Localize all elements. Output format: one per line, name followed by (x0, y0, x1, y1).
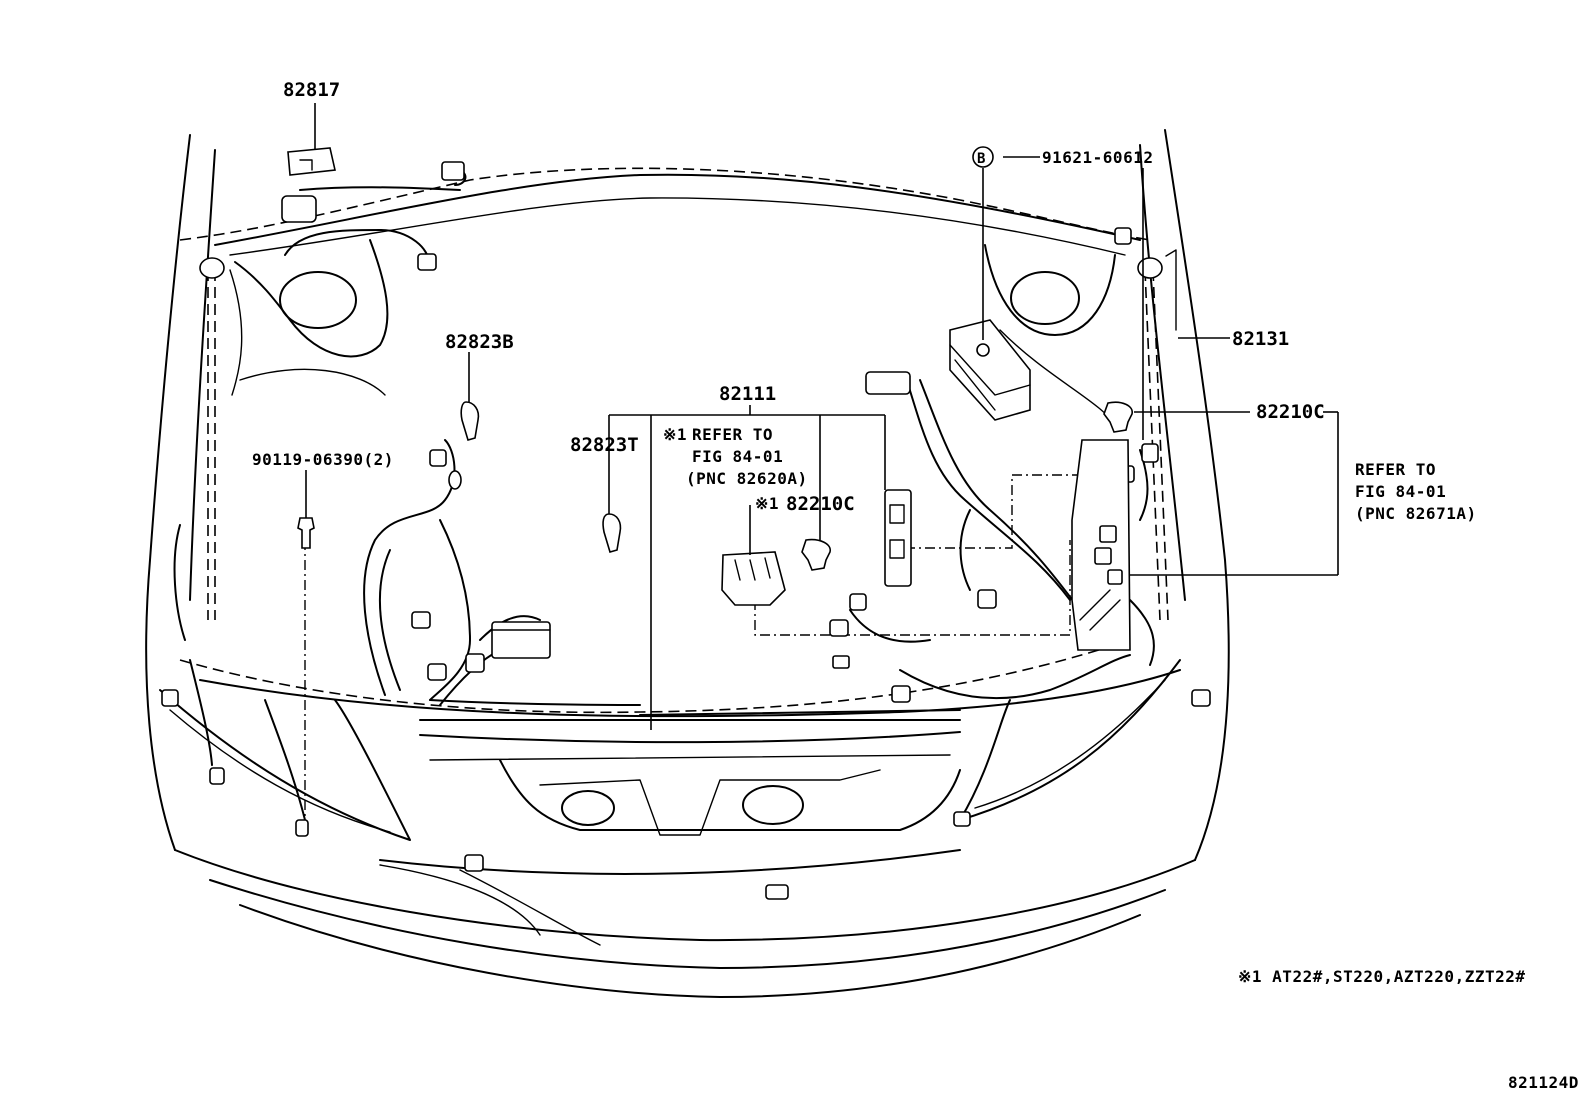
clamp-82823B-part (460, 401, 480, 441)
connectors (161, 147, 1211, 900)
clip-82210C-mid-part (801, 538, 831, 571)
refer-left-line1: REFER TO (692, 425, 773, 444)
label-82823B: 82823B (445, 331, 514, 353)
label-82210C-mid: 82210C (786, 493, 855, 515)
bolt-marker-letter: B (977, 151, 986, 167)
figure-id: 821124D (1508, 1073, 1579, 1092)
label-82131: 82131 (1232, 328, 1289, 350)
vehicle-body-outline (145, 129, 1230, 998)
clamp-82823T-part (602, 513, 622, 553)
refer-left-line2: FIG 84-01 (692, 447, 783, 466)
refer-right-line2: FIG 84-01 (1355, 482, 1446, 501)
bolt-marker-circle (972, 146, 994, 168)
label-82210C-right: 82210C (1256, 401, 1325, 423)
label-82817: 82817 (283, 79, 340, 101)
refer-right-line3: (PNC 82671A) (1355, 504, 1477, 523)
label-82111: 82111 (719, 383, 776, 405)
label-82823T: 82823T (570, 434, 639, 456)
bolt-90119-part (297, 517, 315, 549)
wiring-harness (173, 169, 1155, 821)
leader-lines (305, 103, 1339, 730)
label-82210C-mid-mark: ※1 (755, 494, 779, 513)
label-90119: 90119-06390(2) (252, 450, 394, 469)
refer-right-line1: REFER TO (1355, 460, 1436, 479)
clip-82210C-right-part (1103, 401, 1133, 433)
part-labels: 82817 82823B 90119-06390(2) 82111 82823T… (252, 79, 1579, 1092)
footnote: ※1 AT22#,ST220,AZT220,ZZT22# (1238, 967, 1526, 986)
harness-routing (179, 167, 1169, 830)
label-91621: 91621-60612 (1042, 148, 1153, 167)
refer-left-line3: (PNC 82620A) (686, 469, 808, 488)
refer-left-mark: ※1 (663, 425, 687, 444)
